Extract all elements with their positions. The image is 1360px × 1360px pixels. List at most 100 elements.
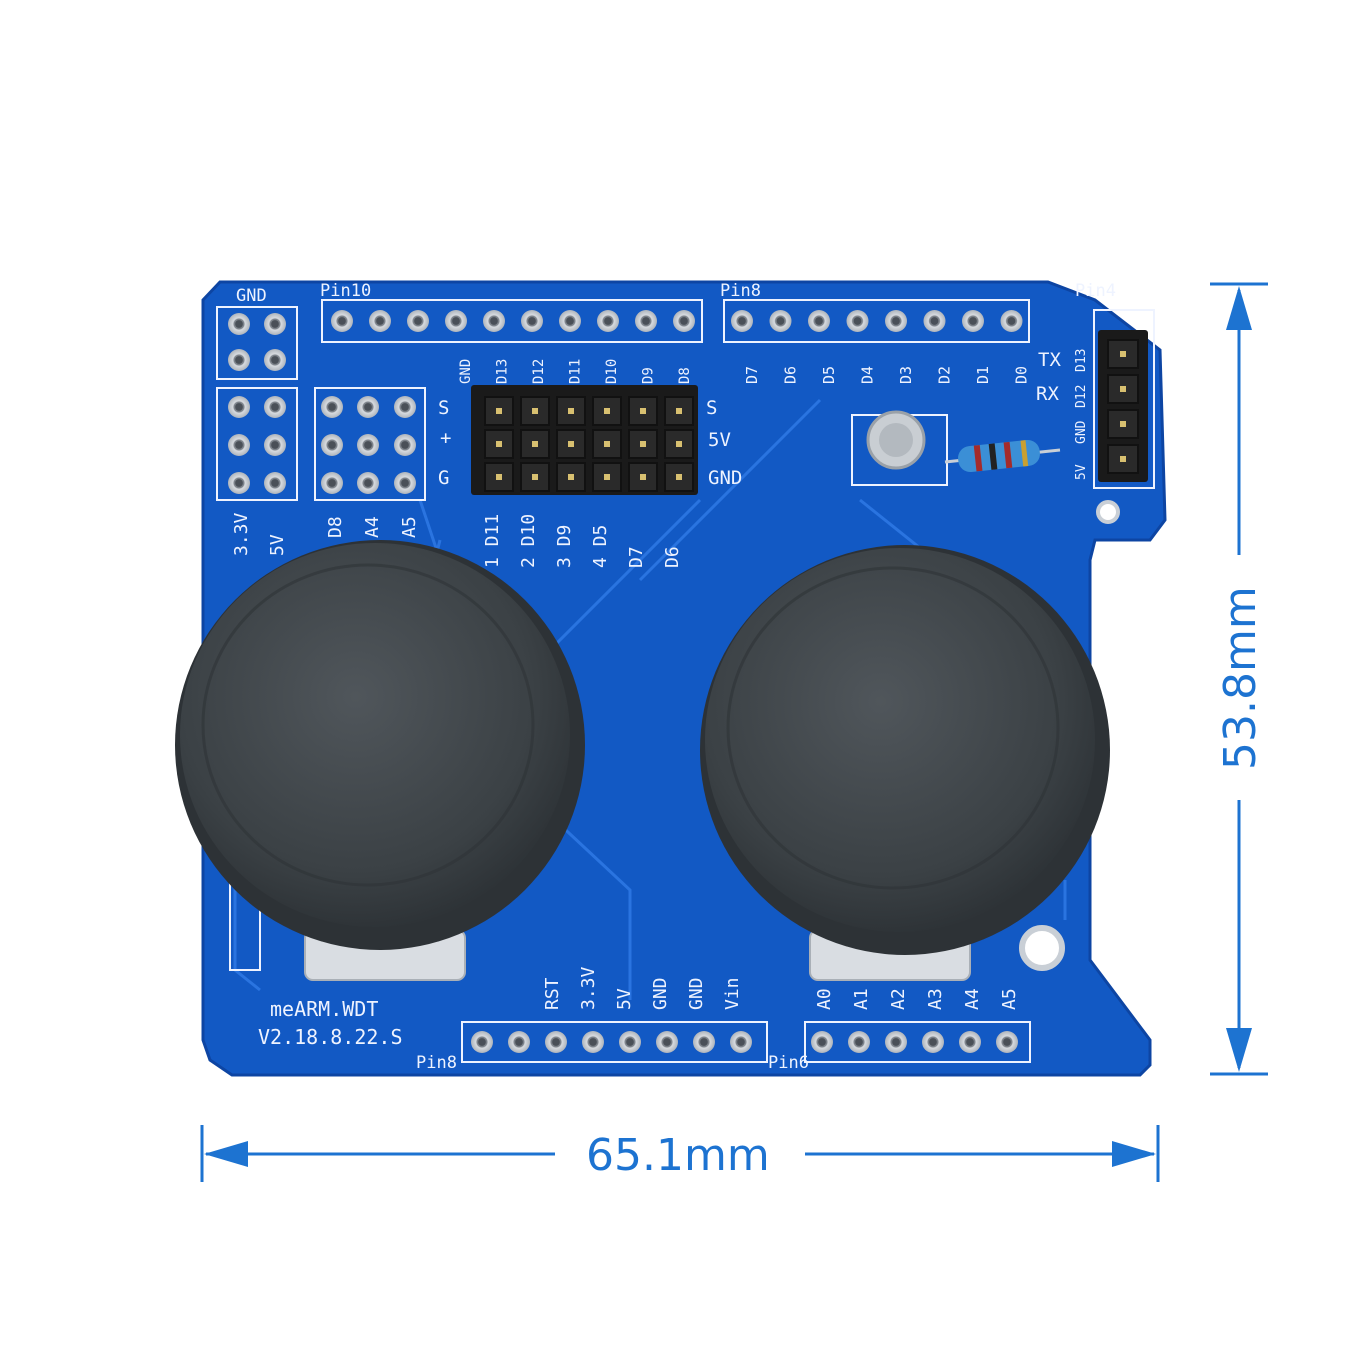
top-left-pad	[597, 310, 619, 332]
bluetooth-pin-label: D13	[1074, 349, 1089, 372]
height-value: 53.8mm	[1215, 586, 1266, 770]
gnd-block-label: GND	[236, 286, 267, 306]
mounting-hole	[1019, 925, 1065, 971]
power-pad	[357, 472, 379, 494]
bluetooth-pin	[1107, 409, 1139, 439]
servo-pin	[556, 462, 586, 492]
mounting-hole-small	[1096, 500, 1120, 524]
top-left-pad	[483, 310, 505, 332]
right-joystick-knob[interactable]	[700, 545, 1110, 955]
bluetooth-pin	[1107, 339, 1139, 369]
bottom-left-pin-label: Vin	[722, 977, 743, 1010]
servo-pin	[664, 429, 694, 459]
servo-channel-label: 2 D10	[518, 514, 539, 568]
bottom-right-pin-label: A3	[925, 988, 946, 1010]
top-right-header-outline	[723, 299, 1030, 343]
top-right-pin-label: D2	[936, 366, 954, 384]
power-pad	[264, 472, 286, 494]
led-lens-icon	[879, 423, 913, 457]
bottom-left-pad	[582, 1031, 604, 1053]
servo-pin	[664, 462, 694, 492]
power-mid-label: A4	[362, 516, 383, 538]
power-mid-label: D8	[325, 516, 346, 538]
top-right-pad	[1000, 310, 1023, 332]
top-left-pad	[369, 310, 391, 332]
servo-pin	[556, 429, 586, 459]
servo-pin	[484, 462, 514, 492]
bluetooth-pins	[1107, 339, 1139, 474]
top-right-pad	[808, 310, 830, 332]
top-right-pin-label: D0	[1013, 366, 1031, 384]
bottom-right-pad	[848, 1031, 870, 1053]
top-header-pads	[331, 310, 1023, 332]
servo-row-plus: +	[440, 427, 451, 449]
pin8-top-label: Pin8	[720, 281, 761, 301]
bluetooth-pin-label: 5V	[1074, 464, 1089, 480]
servo-right-5v: 5V	[708, 429, 731, 451]
resistor-icon	[944, 439, 1061, 473]
top-right-pin-label: D1	[974, 366, 992, 384]
servo-pin	[556, 396, 586, 426]
power-pad	[321, 396, 343, 418]
power-left-label: 5V	[267, 534, 288, 556]
bottom-right-pin-label: A0	[814, 988, 835, 1010]
servo-pin	[520, 462, 550, 492]
left-joystick-knob[interactable]	[175, 540, 585, 950]
top-right-pad	[962, 310, 984, 332]
gnd-pads	[228, 313, 286, 371]
servo-pin	[628, 429, 658, 459]
version-label: V2.18.8.22.S	[258, 1025, 403, 1049]
pin4-label: Pin4	[1075, 281, 1116, 301]
power-pad	[228, 472, 250, 494]
bottom-left-pad	[730, 1031, 752, 1053]
servo-pin	[628, 462, 658, 492]
top-left-pin-label: D12	[531, 359, 547, 384]
bottom-left-pad	[619, 1031, 641, 1053]
gnd-pad	[228, 349, 250, 371]
servo-pin	[520, 429, 550, 459]
bottom-right-pad	[959, 1031, 981, 1053]
servo-pin	[628, 396, 658, 426]
bottom-right-pin-label: A1	[851, 988, 872, 1010]
top-right-pad	[885, 310, 907, 332]
bottom-right-pad	[996, 1031, 1018, 1053]
power-pad	[394, 472, 416, 494]
servo-pin	[592, 396, 622, 426]
bottom-left-pad	[508, 1031, 530, 1053]
bottom-left-pad	[471, 1031, 493, 1053]
tx-label: TX	[1038, 349, 1061, 371]
top-right-pin-label: D4	[859, 366, 877, 384]
bottom-right-pad	[922, 1031, 944, 1053]
bottom-right-pad	[811, 1031, 833, 1053]
top-right-pin-label: D3	[897, 366, 915, 384]
bottom-right-header-outline	[804, 1021, 1031, 1063]
gnd-pad	[264, 313, 286, 335]
top-right-pin-label: D7	[743, 366, 761, 384]
top-right-pin-label: D5	[820, 366, 838, 384]
top-left-header-outline	[321, 299, 703, 343]
power-pad	[264, 434, 286, 456]
power-pad	[394, 434, 416, 456]
top-left-pin-label: D9	[641, 367, 657, 384]
power-pad	[228, 434, 250, 456]
bottom-left-pad	[545, 1031, 567, 1053]
width-value: 65.1mm	[586, 1130, 770, 1181]
power-pad	[321, 472, 343, 494]
width-dimension: 65.1mm	[200, 1125, 1160, 1182]
top-left-pin-label: D13	[495, 359, 511, 384]
pin6-label: Pin6	[768, 1053, 809, 1073]
bottom-left-pad	[693, 1031, 715, 1053]
servo-channel-label: 4 D5	[590, 525, 611, 568]
servo-channel-label: D6	[662, 546, 683, 568]
bluetooth-pin	[1107, 374, 1139, 404]
servo-channel-label: D7	[626, 546, 647, 568]
servo-pin	[592, 429, 622, 459]
servo-header-pins	[484, 396, 694, 492]
gnd-block-outline	[216, 306, 298, 380]
bottom-left-pin-label: GND	[650, 977, 671, 1010]
bottom-right-pin-label: A5	[999, 988, 1020, 1010]
rx-label: RX	[1036, 383, 1059, 405]
